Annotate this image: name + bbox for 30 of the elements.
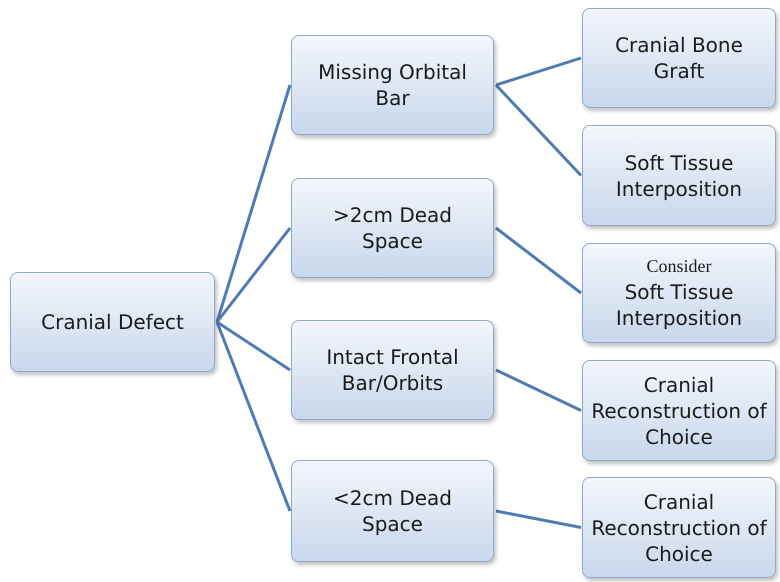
process-box	[10, 272, 215, 372]
process-box	[291, 320, 494, 420]
node-text: Missing Orbital Bar	[317, 59, 468, 111]
process-box	[582, 243, 776, 343]
node-text: Cranial Defect	[41, 309, 184, 335]
connector-line	[216, 320, 291, 372]
node-text: Consider	[646, 255, 712, 278]
node-text: Cranial Reconstruction of Choice	[591, 488, 767, 566]
node-text: Intact Frontal Bar/Orbits	[325, 344, 460, 396]
connector-line	[496, 56, 582, 86]
process-box	[582, 477, 776, 578]
process-box	[582, 8, 776, 108]
connector-line	[495, 226, 582, 294]
connector-line	[495, 368, 582, 412]
node-text: Soft Tissue Interposition	[614, 150, 744, 202]
connector-line	[216, 84, 292, 322]
process-box	[291, 35, 494, 135]
connector-line	[216, 227, 292, 323]
connector-line	[496, 510, 582, 529]
connector-line	[216, 321, 292, 512]
node-text: <2cm Dead Space	[332, 485, 453, 537]
node-text: Cranial Reconstruction of Choice	[591, 372, 767, 450]
process-box	[291, 178, 494, 278]
node-text: >2cm Dead Space	[332, 202, 453, 254]
node-text: Soft Tissue Interposition	[614, 278, 744, 331]
connector-line	[494, 84, 582, 177]
process-box	[582, 360, 776, 461]
process-box	[291, 460, 494, 562]
node-text: Cranial Bone Graft	[614, 32, 744, 84]
process-box	[582, 125, 776, 226]
